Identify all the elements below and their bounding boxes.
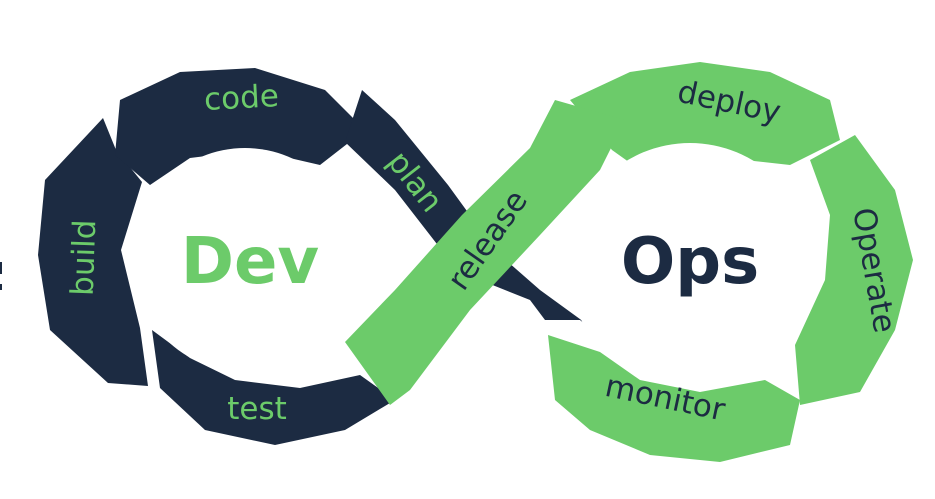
segment-code [115,68,365,185]
ops-inner-circle [568,143,812,387]
stage-label-build: build [65,219,104,296]
segment-monitor [548,335,800,462]
segment-build [38,118,148,386]
segment-deploy [570,62,840,170]
segment-test [152,330,395,445]
ops-loop [345,62,913,462]
ops-title: Ops [621,225,759,299]
dev-title: Dev [181,225,319,299]
edge-tick-mark [0,262,2,290]
dev-inner-circle [133,148,357,372]
stage-label-code: code [203,78,280,118]
segment-operate [795,135,913,405]
segment-release [345,100,625,405]
stage-label-test: test [227,391,287,427]
segment-plan-continuation [480,255,640,372]
